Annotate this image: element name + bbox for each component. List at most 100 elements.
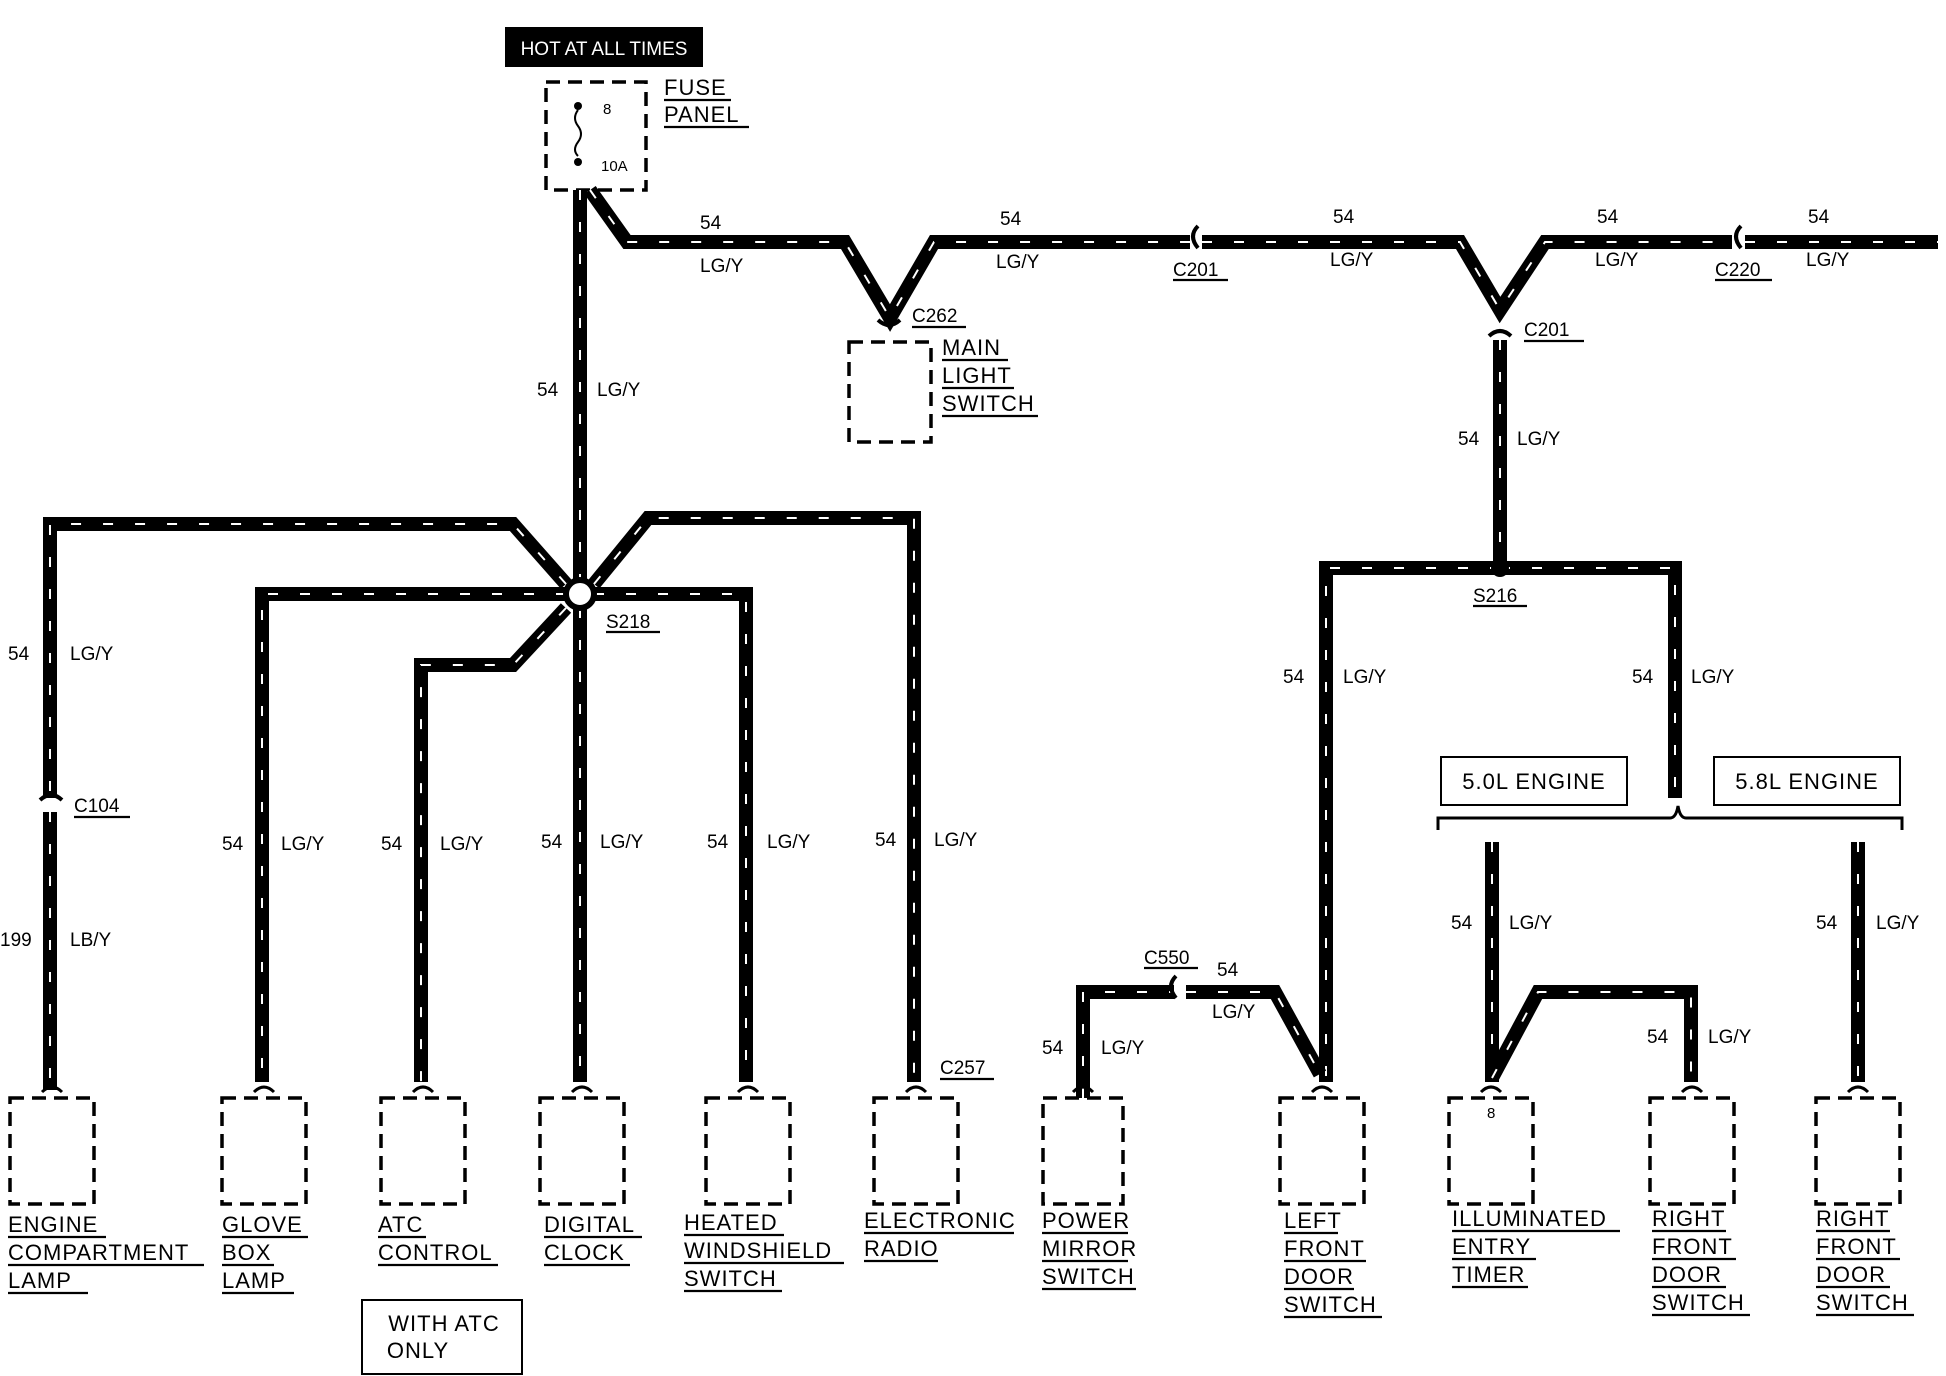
component-7: LEFT FRONT DOOR SWITCH xyxy=(1278,1085,1382,1319)
component-label: HEATED xyxy=(684,1210,778,1235)
wire-color-label: LG/Y xyxy=(767,832,811,853)
component-label: ENGINE xyxy=(8,1212,98,1237)
connector-arc xyxy=(411,1085,435,1094)
wire-segment xyxy=(588,511,921,1082)
wire-color-label: LG/Y xyxy=(281,834,325,855)
component-box xyxy=(1648,1096,1736,1206)
wire-segment xyxy=(594,587,753,1082)
fuse-number: 8 xyxy=(603,101,611,118)
wire-circuit-label: 54 xyxy=(541,832,563,853)
wire-color-label: LG/Y xyxy=(1517,429,1561,450)
component-label: ENTRY xyxy=(1452,1234,1531,1259)
wire-circuit-label: 54 xyxy=(707,832,729,853)
component-label: SWITCH xyxy=(1652,1290,1745,1315)
wire-circuit-label: 54 xyxy=(875,830,897,851)
wire-color-label: LG/Y xyxy=(1595,250,1639,271)
connector-arc xyxy=(736,1085,760,1094)
wire-color-label: LG/Y xyxy=(934,830,978,851)
fuse-rating: 10A xyxy=(601,158,628,175)
engine-option-5-8l: 5.8L ENGINE xyxy=(1713,756,1901,806)
wire-circuit-label: 199 xyxy=(0,930,32,951)
wire-circuit-label: 54 xyxy=(1451,913,1473,934)
wire-circuit-label: 54 xyxy=(222,834,244,855)
wire-circuit-label: 54 xyxy=(1458,429,1480,450)
wire-stripe xyxy=(1500,567,1676,798)
component-label: LEFT xyxy=(1284,1208,1342,1233)
component-label: RADIO xyxy=(864,1236,939,1261)
atc-note-line1: WITH ATC xyxy=(388,1311,499,1336)
connector-c262-label: C262 xyxy=(912,306,957,327)
engine-option-bracket xyxy=(1436,805,1904,830)
wire-stripe xyxy=(1325,567,1500,1082)
engine-5-8l-label: 5.8L ENGINE xyxy=(1735,769,1878,794)
connector-arc xyxy=(1846,1085,1870,1094)
splice-s216-label: S216 xyxy=(1473,586,1517,607)
wire-stripe xyxy=(1491,991,1692,1082)
fuse-icon xyxy=(574,109,582,157)
engine-5-0l-label: 5.0L ENGINE xyxy=(1462,769,1605,794)
wire-circuit-label: 54 xyxy=(1816,913,1838,934)
component-label: RIGHT xyxy=(1816,1206,1889,1231)
wire-circuit-label: 54 xyxy=(1632,667,1654,688)
component-label: CONTROL xyxy=(378,1240,493,1265)
component-box xyxy=(1278,1096,1366,1206)
wire-color-label: LG/Y xyxy=(597,380,641,401)
connector-arc xyxy=(1479,1085,1503,1094)
wire-stripe xyxy=(589,189,1190,320)
component-label: ELECTRONIC xyxy=(864,1208,1016,1233)
component-label: SWITCH xyxy=(1284,1292,1377,1317)
main-light-switch-line2: LIGHT xyxy=(942,363,1012,388)
component-label: DIGITAL xyxy=(544,1212,635,1237)
component-label: TIMER xyxy=(1452,1262,1525,1287)
component-label: POWER xyxy=(1042,1208,1130,1233)
fuse-panel-title-2: PANEL xyxy=(664,102,740,127)
wire-color-label: LG/Y xyxy=(1708,1027,1752,1048)
wire-stripe xyxy=(1082,991,1174,1098)
wire-circuit-label: 54 xyxy=(537,380,559,401)
fuse-panel: 8 10A FUSE PANEL xyxy=(544,75,749,192)
wire-color-label: LG/Y xyxy=(1343,667,1387,688)
wire-color-label: LG/Y xyxy=(1509,913,1553,934)
component-label: CLOCK xyxy=(544,1240,625,1265)
component-label: RIGHT xyxy=(1652,1206,1725,1231)
component-label: FRONT xyxy=(1284,1236,1365,1261)
wire-color-label: LG/Y xyxy=(996,252,1040,273)
connector-c550: C550 xyxy=(1144,948,1198,1000)
connector-arc xyxy=(40,1085,64,1094)
wire-labels: 54 LG/Y 54 LG/Y 54 LG/Y 54 LG/Y 54 LG/Y … xyxy=(0,207,1920,1059)
connector-arc xyxy=(1680,1085,1704,1094)
component-label: DOOR xyxy=(1284,1264,1354,1289)
connector-c201-top: C201 xyxy=(1173,224,1228,282)
splice-s216: S216 xyxy=(1473,559,1527,608)
wire-segment xyxy=(1202,235,1732,324)
connector-c201-right-label: C201 xyxy=(1524,320,1569,341)
hot-at-all-times-banner: HOT AT ALL TIMES xyxy=(505,27,703,67)
wire-circuit-label: 54 xyxy=(1597,207,1619,228)
wire-stripe xyxy=(420,607,567,1082)
component-box xyxy=(379,1096,467,1206)
splice-s218-label: S218 xyxy=(606,612,650,633)
connector-c262: C262 xyxy=(876,306,966,329)
wire-color-label: LG/Y xyxy=(1101,1038,1145,1059)
wire-segment xyxy=(1319,561,1500,1082)
atc-note: WITH ATC ONLY xyxy=(361,1299,523,1375)
wire-color-label: LG/Y xyxy=(1806,250,1850,271)
wire-circuit-label: 54 xyxy=(1647,1027,1669,1048)
component-box xyxy=(8,1096,96,1206)
wire-circuit-label: 54 xyxy=(1000,209,1022,230)
wire-stripe xyxy=(49,523,567,798)
wires xyxy=(43,185,1938,1098)
wire-color-label: LG/Y xyxy=(1876,913,1920,934)
component-box xyxy=(1814,1096,1902,1206)
connector-arc xyxy=(904,1085,928,1094)
component-label: FRONT xyxy=(1652,1234,1733,1259)
splice-s218: S218 xyxy=(563,577,660,634)
wire-circuit-label: 54 xyxy=(1808,207,1830,228)
component-label: ATC xyxy=(378,1212,423,1237)
